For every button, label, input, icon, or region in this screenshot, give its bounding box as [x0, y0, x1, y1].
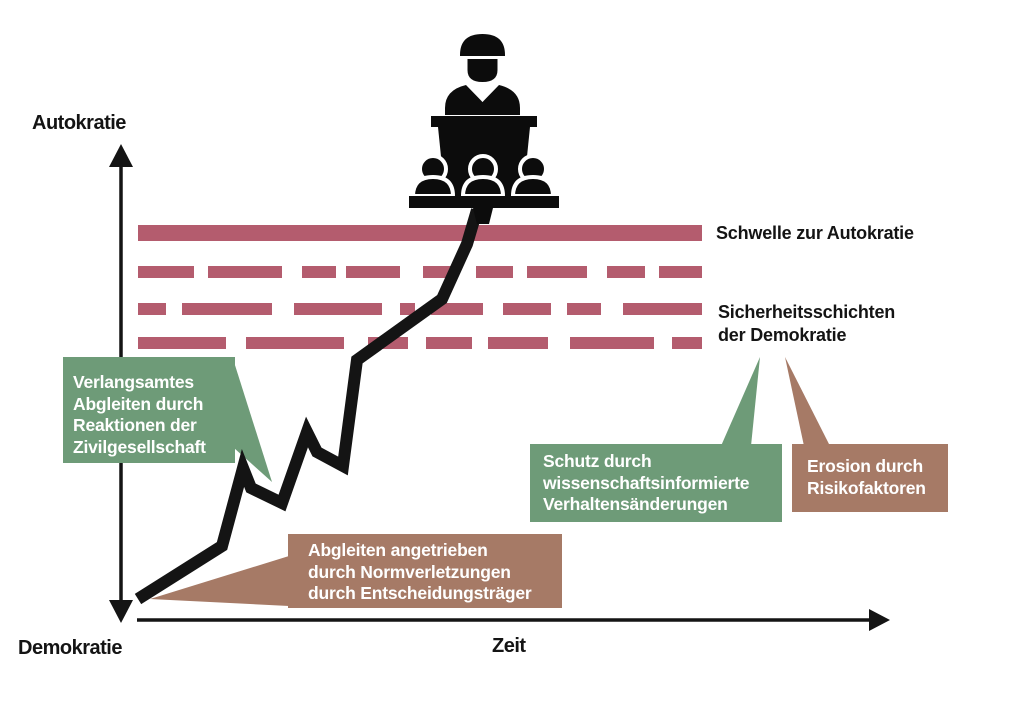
risk-factors-callout-tail — [785, 357, 830, 446]
civil-society-callout: Verlangsamtes Abgleiten durch Reaktionen… — [63, 357, 235, 463]
x-axis-arrowhead — [869, 609, 890, 631]
audience-body-left — [410, 174, 456, 198]
y-axis-up-arrowhead — [109, 144, 133, 167]
speaker-hair — [460, 34, 505, 56]
safety-layer-1 — [138, 266, 702, 278]
safety-layer-2 — [138, 303, 702, 315]
threshold-label: Schwelle zur Autokratie — [716, 223, 914, 243]
norm-violations-callout: Abgleiten angetrieben durch Normverletzu… — [288, 534, 562, 608]
risk-factors-callout: Erosion durch Risikofaktoren — [792, 444, 948, 512]
podium-base — [409, 196, 559, 208]
norm-violations-callout-tail — [150, 556, 289, 606]
speaker-collar — [467, 80, 498, 102]
y-axis-down-arrowhead — [109, 600, 133, 623]
science-informed-callout-tail — [721, 357, 760, 446]
time-axis-label: Zeit — [492, 635, 526, 657]
audience-body-right — [510, 174, 556, 198]
speaker-face — [467, 59, 498, 82]
safety-layers-label: Sicherheitsschichten der Demokratie — [718, 302, 896, 345]
lectern-top — [431, 116, 537, 127]
trajectory-line — [134, 208, 483, 605]
audience-body-center — [460, 174, 506, 198]
civil-society-callout-tail — [234, 362, 272, 482]
democracy-label: Demokratie — [18, 637, 122, 659]
speaker-shoulders — [445, 85, 520, 115]
science-informed-callout: Schutz durch wissenschaftsinformierte Ve… — [530, 444, 782, 522]
autocracy-label: Autokratie — [32, 112, 126, 134]
speaker-at-podium-icon — [409, 34, 559, 224]
podium-stem — [473, 208, 493, 224]
threshold-bar — [138, 225, 702, 241]
